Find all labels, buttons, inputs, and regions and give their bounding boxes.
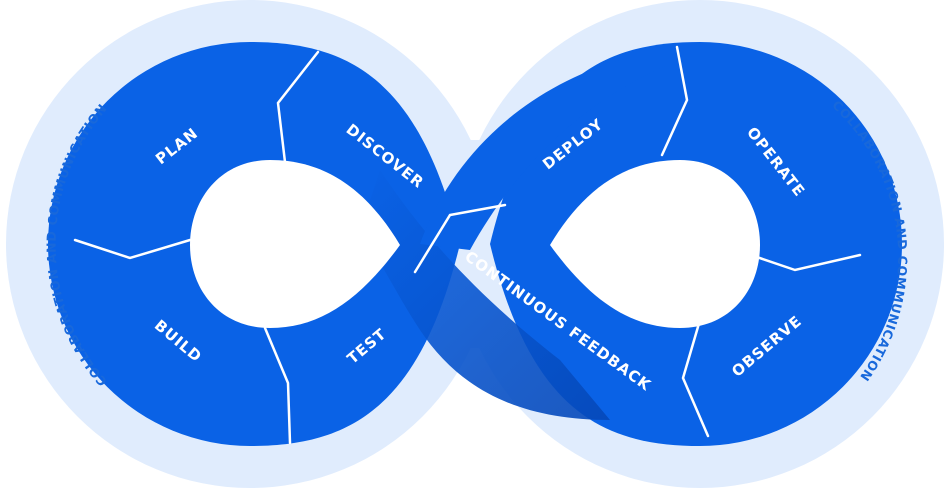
divider-operate-observe bbox=[743, 251, 862, 272]
right-hole bbox=[550, 160, 760, 328]
divider-deploy-operate bbox=[660, 45, 689, 157]
divider-discover-crossing bbox=[413, 203, 507, 274]
segment-dividers bbox=[73, 45, 862, 445]
left-hole bbox=[190, 160, 400, 328]
divider-plan-build bbox=[73, 238, 192, 260]
center-crossing-top bbox=[420, 60, 680, 250]
center-crossing bbox=[360, 170, 610, 420]
infinity-band bbox=[48, 42, 902, 446]
divider-build-test bbox=[263, 326, 292, 445]
divider-plan-discover bbox=[276, 50, 320, 164]
divider-feedback-observe bbox=[681, 318, 710, 438]
